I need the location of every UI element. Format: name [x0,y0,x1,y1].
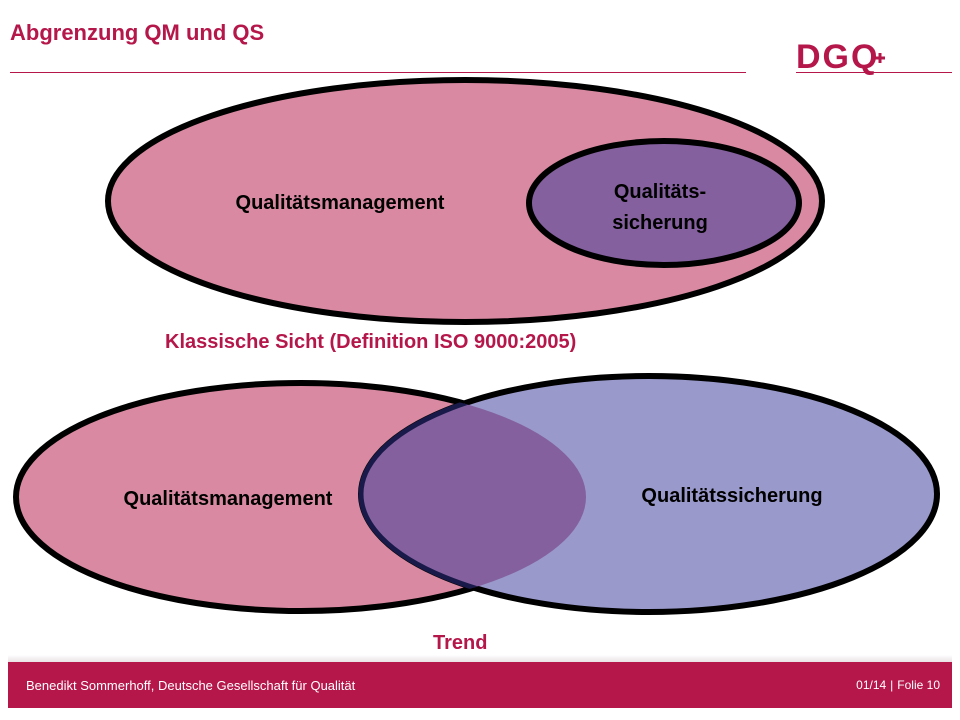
logo-text: DGQ [796,38,879,76]
footer-slide-info: 01/14|Folie 10 [856,678,940,692]
qs-inner-ellipse [526,138,802,268]
footer-shadow [8,655,952,663]
classic-diagram: Qualitätsmanagement Qualitäts- sicherung [105,77,825,325]
classic-view-caption: Klassische Sicht (Definition ISO 9000:20… [165,331,577,353]
qs-label-classic-line2: sicherung [612,212,708,234]
dgq-logo: DGQ [796,38,885,76]
footer-date: 01/14 [856,678,887,692]
footer-slide-number: Folie 10 [897,678,940,692]
qs-label-classic-line1: Qualitäts- [614,181,706,203]
footer-separator: | [890,678,894,692]
title-divider [10,72,746,73]
venn-diagrams: Qualitätsmanagement Qualitäts- sicherung… [13,77,940,615]
trend-diagram: Qualitätsmanagement Qualitätssicherung [13,373,940,615]
slide-title: Abgrenzung QM und QS [10,20,265,45]
logo-divider [796,72,952,73]
footer-author: Benedikt Sommerhoff, Deutsche Gesellscha… [26,678,356,693]
qm-label-classic: Qualitätsmanagement [236,192,445,214]
qm-label-trend: Qualitätsmanagement [124,488,333,510]
qs-label-trend: Qualitätssicherung [641,485,822,507]
overlap-area [361,383,586,611]
footer-bar: Benedikt Sommerhoff, Deutsche Gesellscha… [8,662,952,708]
trend-caption: Trend [433,632,488,654]
